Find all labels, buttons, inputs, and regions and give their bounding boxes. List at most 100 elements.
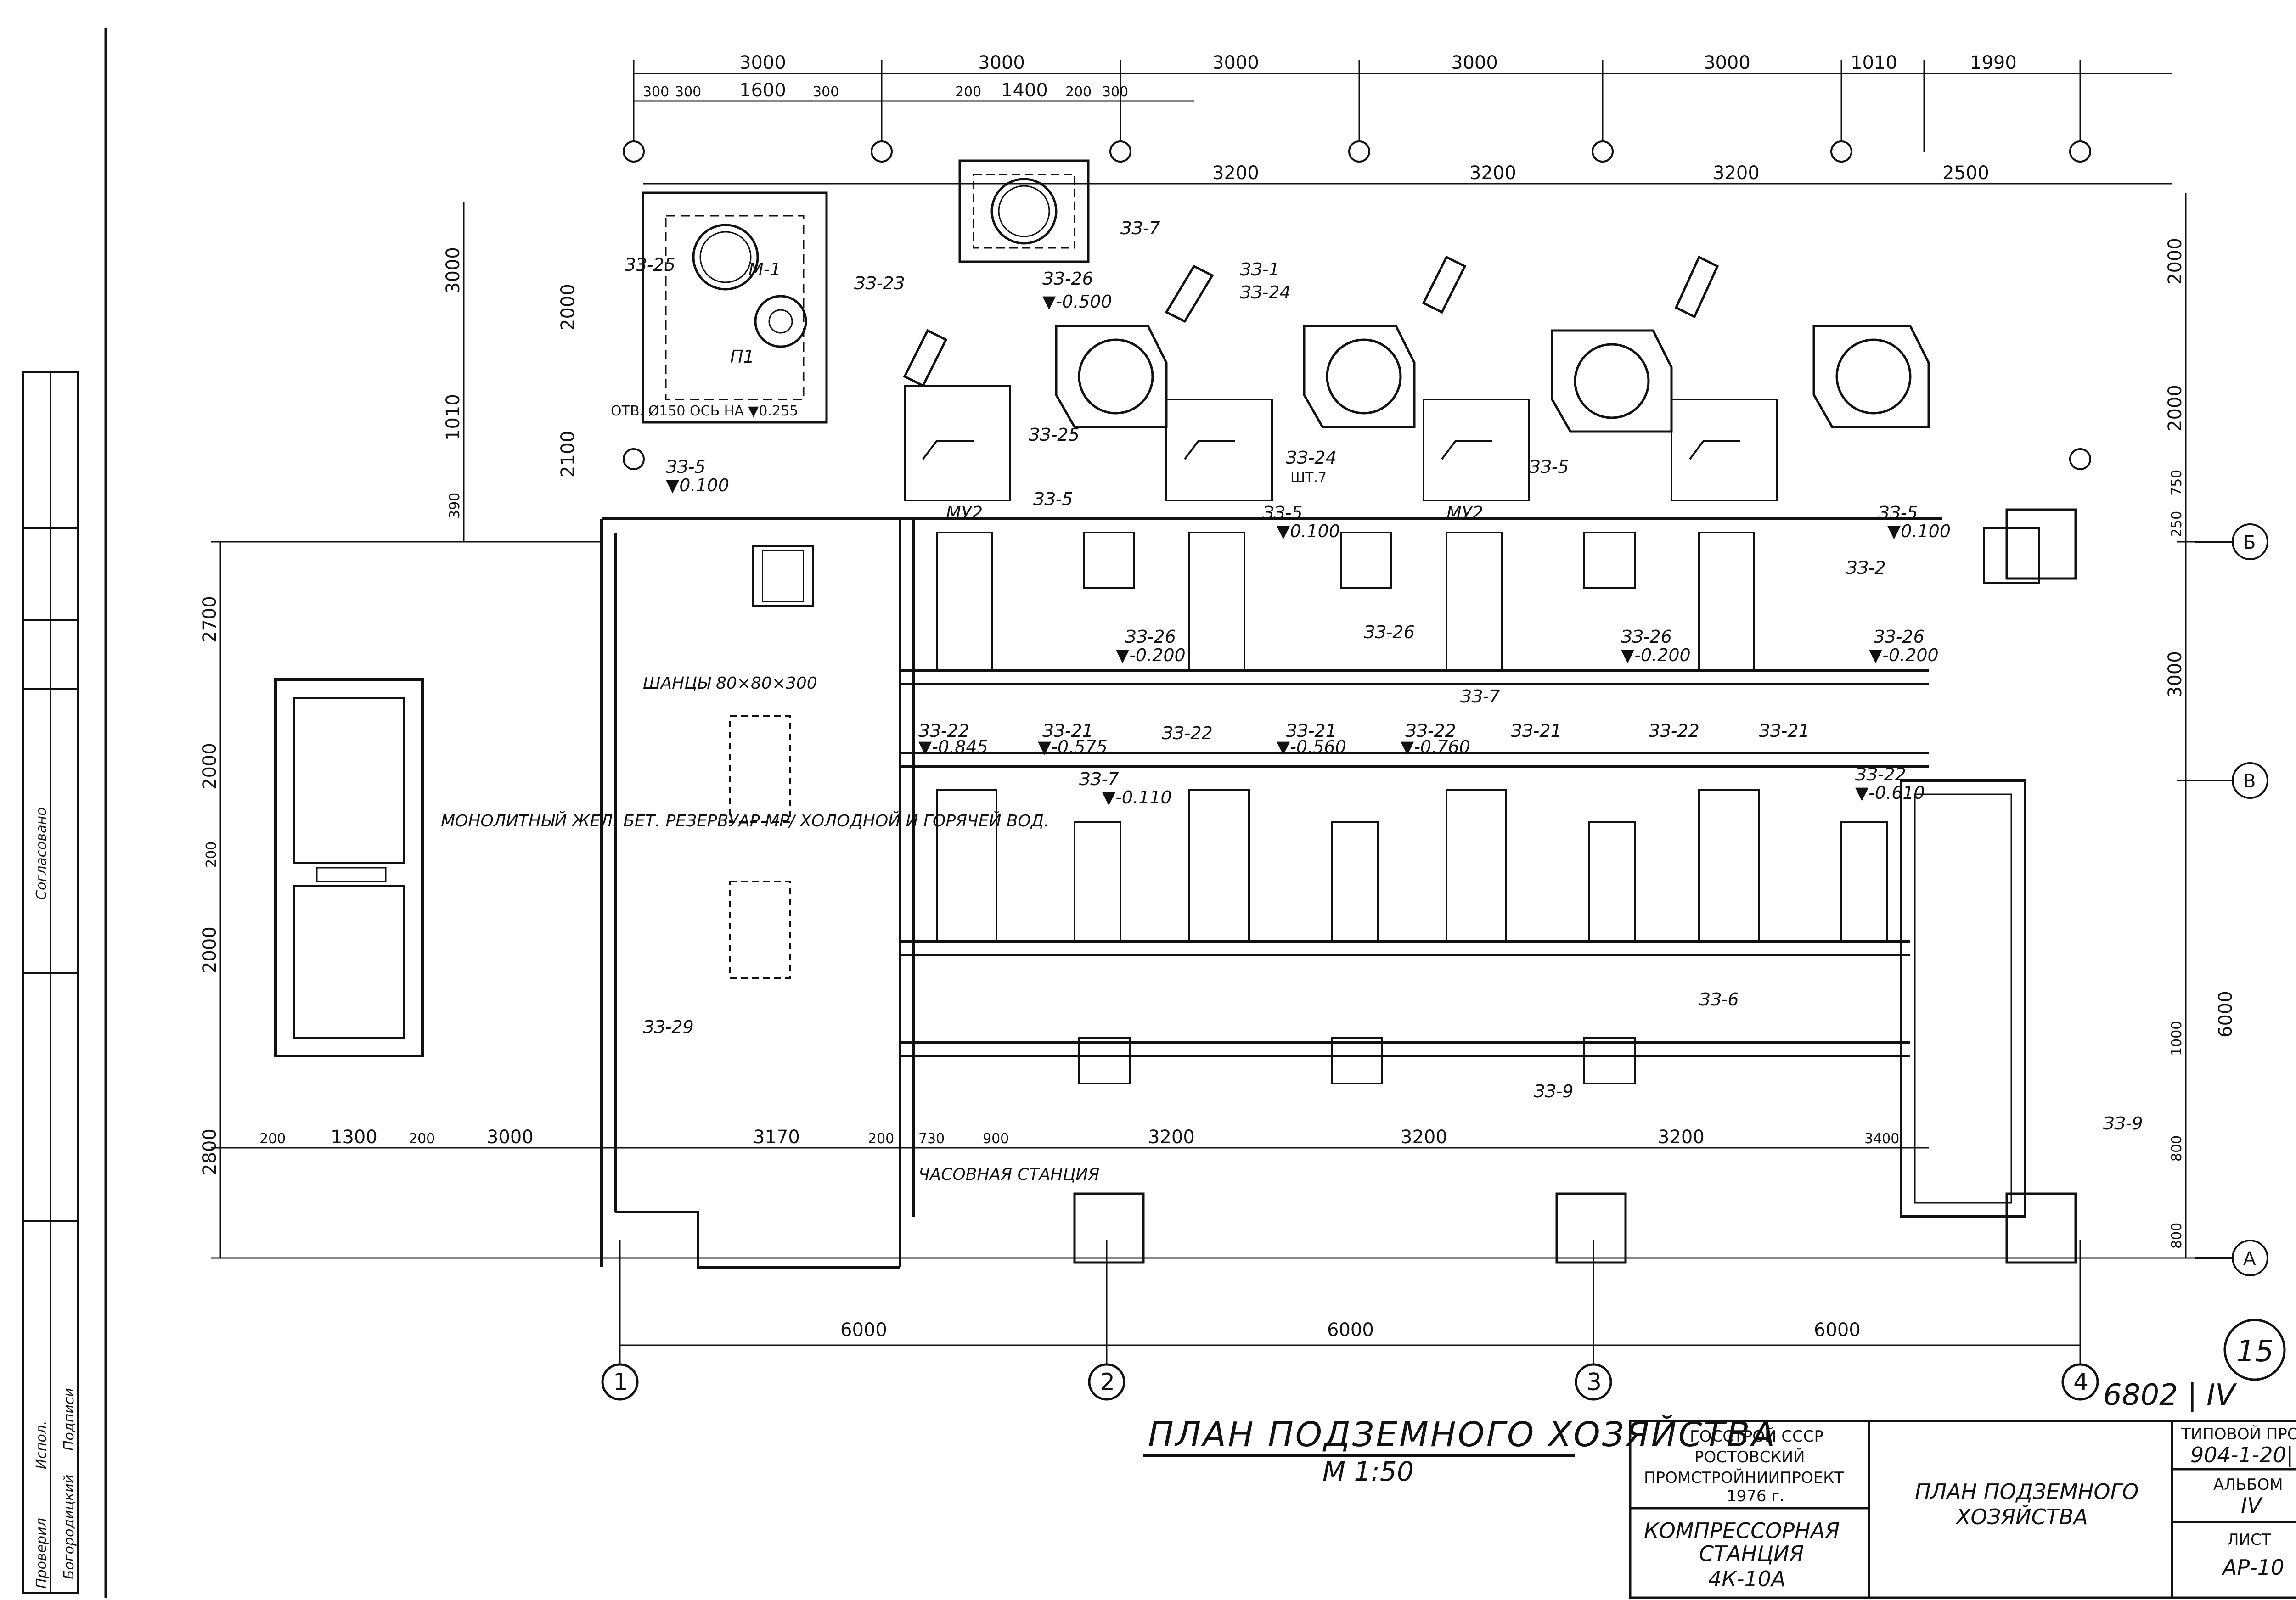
dim-left-7: 2000 (199, 743, 220, 790)
label-33-5-b: ЗЗ-5 (666, 457, 706, 477)
dim-right-2: 2000 (2165, 385, 2186, 432)
label-33-9-b: ЗЗ-9 (2103, 1113, 2143, 1134)
stamp-object-2: СТАНЦИЯ (1699, 1541, 1804, 1566)
dim-lower-3: 200 (409, 1131, 435, 1147)
right-axis-markers (2195, 523, 2268, 1276)
pit-p1 (642, 191, 828, 424)
dim-left-4: 2100 (557, 431, 579, 477)
stamp-org-3: ПРОМСТРОЙНИИПРОЕКТ (1644, 1468, 1844, 1487)
dim-lower-12: 3400 (1864, 1131, 1899, 1147)
trench-channels (936, 527, 2040, 1084)
dim-top-7: 1990 (1970, 52, 2017, 73)
label-33-26-b: ЗЗ-26 (1364, 622, 1415, 642)
level-610: ▼-0.610 (1855, 783, 1925, 803)
dim-top-6: 1010 (1851, 52, 1897, 73)
label-33-24: ЗЗ-24 (1240, 282, 1291, 303)
level-e: ▼0.100 (1887, 521, 1951, 541)
dim-right-8: 800 (2169, 1135, 2185, 1162)
level-top-1: ▼-0.500 (1042, 292, 1112, 312)
top-column-markers (623, 140, 2091, 470)
dim-right-1: 2000 (2165, 238, 2186, 285)
dim-lower-10: 3200 (1401, 1127, 1447, 1148)
label-33-22-a: ЗЗ-22 (918, 721, 969, 741)
dim-lower-4: 3000 (487, 1127, 534, 1148)
dim-right-3: 750 (2169, 470, 2185, 496)
dim-lower-2: 1300 (331, 1127, 377, 1148)
stamp-sheet-title-2: ХОЗЯЙСТВА (1955, 1505, 2088, 1529)
label-33-21-d: ЗЗ-21 (1759, 721, 1810, 741)
axis-right-v: В (2243, 771, 2256, 792)
dim-inner-1: 3200 (1212, 163, 1259, 184)
dim-top-5: 3000 (1704, 52, 1750, 73)
label-33-22-c: ЗЗ-22 (1405, 721, 1456, 741)
label-33-25-row: ЗЗ-25 (1029, 425, 1080, 445)
label-33-24-row: ЗЗ-24 (1286, 448, 1337, 468)
dim-right-6: 6000 (2215, 991, 2236, 1038)
dim-top2-4: 300 (813, 84, 839, 100)
label-33-7-top: ЗЗ-7 (1120, 218, 1160, 238)
dim-bottom-1: 6000 (840, 1319, 887, 1341)
clock-note: ЧАСОВНАЯ СТАНЦИЯ (918, 1165, 1099, 1184)
axis-right-a: А (2243, 1248, 2256, 1269)
label-33-7-a: ЗЗ-7 (1079, 769, 1119, 789)
dim-top-2: 3000 (978, 52, 1025, 73)
stamp-project-label: ТИПОВОЙ ПРОЕКТ (2181, 1425, 2296, 1443)
bottom-piers (1073, 508, 2077, 1264)
label-33-26-c: ЗЗ-26 (1621, 627, 1672, 647)
anchors-note: ШАНЦЫ 80×80×300 (643, 674, 817, 693)
axis-bottom-4: 4 (2073, 1369, 2088, 1396)
tank-note: МОНОЛИТНЫЙ ЖЕЛ. БЕТ. РЕЗЕРВУАР МР/ ХОЛОД… (441, 811, 1049, 831)
dim-inner-2: 3200 (1469, 163, 1516, 184)
label-33-21-b: ЗЗ-21 (1286, 721, 1337, 741)
bottom-axis-markers (601, 1363, 2099, 1401)
label-33-6: ЗЗ-6 (1699, 989, 1739, 1010)
dim-top2-7: 200 (1065, 84, 1092, 100)
label-33-2: ЗЗ-2 (1846, 558, 1886, 578)
label-33-23: ЗЗ-23 (854, 273, 905, 293)
top-dimension-chain (633, 60, 2172, 185)
label-33-7-b: ЗЗ-7 (1460, 686, 1500, 707)
level-760: ▼-0.760 (1401, 737, 1470, 757)
label-33-22-b: ЗЗ-22 (1162, 723, 1213, 743)
label-33-21-c: ЗЗ-21 (1511, 721, 1562, 741)
dim-lower-8: 900 (983, 1131, 1009, 1147)
hole-note: ОТВ. Ø150 ОСЬ НА ▼0.255 (611, 403, 798, 419)
dim-top-4: 3000 (1451, 52, 1498, 73)
margin-checked: Проверил (34, 1518, 50, 1589)
dim-right-4: 250 (2169, 511, 2185, 537)
dim-right-5: 3000 (2165, 651, 2186, 698)
axis-bottom-1: 1 (613, 1369, 628, 1396)
margin-name1: Подписи (61, 1388, 77, 1451)
dim-lower-5: 3170 (753, 1127, 800, 1148)
dim-top2-5: 200 (955, 84, 981, 100)
level-dd: ▼-0.200 (1869, 645, 1939, 665)
level-575: ▼-0.575 (1038, 737, 1108, 757)
level-c: ▼-0.200 (1621, 645, 1691, 665)
stamp-album-label: АЛЬБОМ (2213, 1476, 2283, 1494)
dim-right-7: 1000 (2169, 1021, 2185, 1056)
label-33-26-a: ЗЗ-26 (1125, 627, 1176, 647)
dim-lower-9: 3200 (1148, 1127, 1195, 1148)
dim-left-2: 2000 (557, 284, 579, 331)
margin-executed: Испол. (34, 1420, 50, 1469)
stamp-org-1: ГОССТРОЙ СССР (1690, 1427, 1823, 1446)
dim-left-10: 2800 (199, 1128, 220, 1175)
stamp-year: 1976 г. (1727, 1487, 1784, 1505)
stamp-object-1: КОМПРЕССОРНАЯ (1644, 1518, 1840, 1543)
main-building-outline (600, 517, 2026, 1269)
label-33-5-c: ЗЗ-5 (1033, 489, 1073, 509)
left-dimension-chain (211, 202, 602, 1259)
dim-inner-3: 3200 (1713, 163, 1760, 184)
anchor-bolt-groups (729, 545, 814, 979)
label-33-9-a: ЗЗ-9 (1534, 1081, 1574, 1101)
stamp-sheet-title-1: ПЛАН ПОДЗЕМНОГО (1915, 1479, 2138, 1504)
reservoir-tank (274, 678, 424, 1057)
stamp-object-3: 4К-10А (1708, 1566, 1786, 1591)
sub-pits-row (904, 385, 1778, 501)
label-33-26-top: ЗЗ-26 (1042, 269, 1093, 289)
dim-lower-11: 3200 (1658, 1127, 1705, 1148)
dim-top-1: 3000 (739, 52, 786, 73)
margin-name2: Богородицкий (61, 1475, 77, 1579)
stamp-album-no: IV (2241, 1493, 2263, 1518)
